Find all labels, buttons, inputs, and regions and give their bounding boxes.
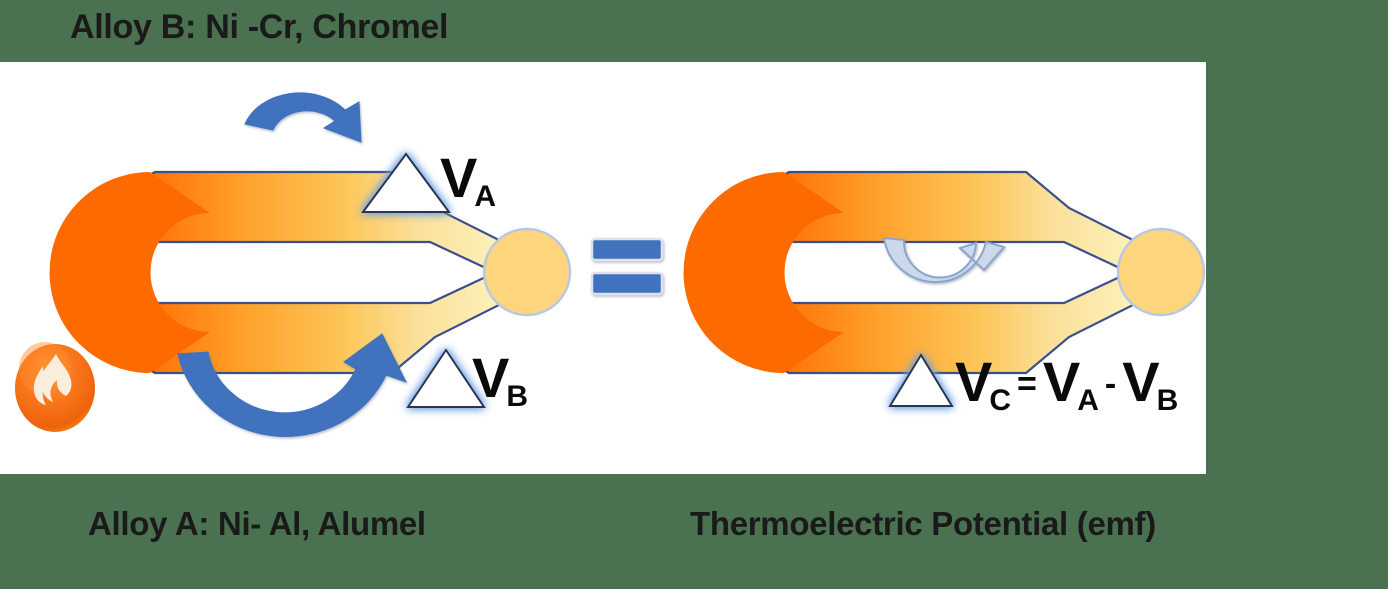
caption-alloy-a: Alloy A: Ni- Al, Alumel xyxy=(88,505,426,542)
va-subscript: A xyxy=(1077,384,1099,417)
thermocouple-right xyxy=(683,170,1206,375)
thermocouple-diagram-svg xyxy=(15,92,1206,437)
delta-triangle-vc-icon xyxy=(888,353,954,407)
hot-junction-left xyxy=(49,172,210,373)
cold-junction-right xyxy=(1116,227,1206,317)
label-v-b: VB xyxy=(472,350,528,412)
cold-junction-left xyxy=(482,227,572,317)
vc-minus: - xyxy=(1104,364,1117,403)
vb-subscript: B xyxy=(1156,384,1179,417)
hot-junction-right xyxy=(683,172,844,373)
va-symbol: V xyxy=(1042,350,1081,413)
vc-symbol: V xyxy=(955,350,993,413)
label-v-a-subscript: A xyxy=(474,180,497,213)
small-u-arrow-right-icon xyxy=(882,236,1006,284)
diagram-panel: VA VB VC=VA-VB xyxy=(0,62,1206,474)
equals-icon xyxy=(590,237,664,296)
caption-alloy-b: Alloy B: Ni -Cr, Chromel xyxy=(70,8,449,46)
flame-icon xyxy=(15,342,95,432)
label-v-a-symbol: V xyxy=(440,146,478,209)
u-arrow-up-icon xyxy=(177,333,407,437)
arc-arrow-right-icon xyxy=(244,92,362,143)
delta-triangle-vb-icon xyxy=(406,348,486,408)
vc-equals: = xyxy=(1017,364,1037,403)
label-v-b-subscript: B xyxy=(506,380,529,413)
label-v-a: VA xyxy=(440,150,496,212)
caption-thermoelectric-potential: Thermoelectric Potential (emf) xyxy=(690,505,1156,542)
vb-symbol: V xyxy=(1122,350,1160,413)
vc-subscript: C xyxy=(989,384,1012,417)
label-v-b-symbol: V xyxy=(472,346,510,409)
label-v-c-equation: VC=VA-VB xyxy=(955,354,1178,416)
delta-triangle-va-icon xyxy=(361,152,451,213)
